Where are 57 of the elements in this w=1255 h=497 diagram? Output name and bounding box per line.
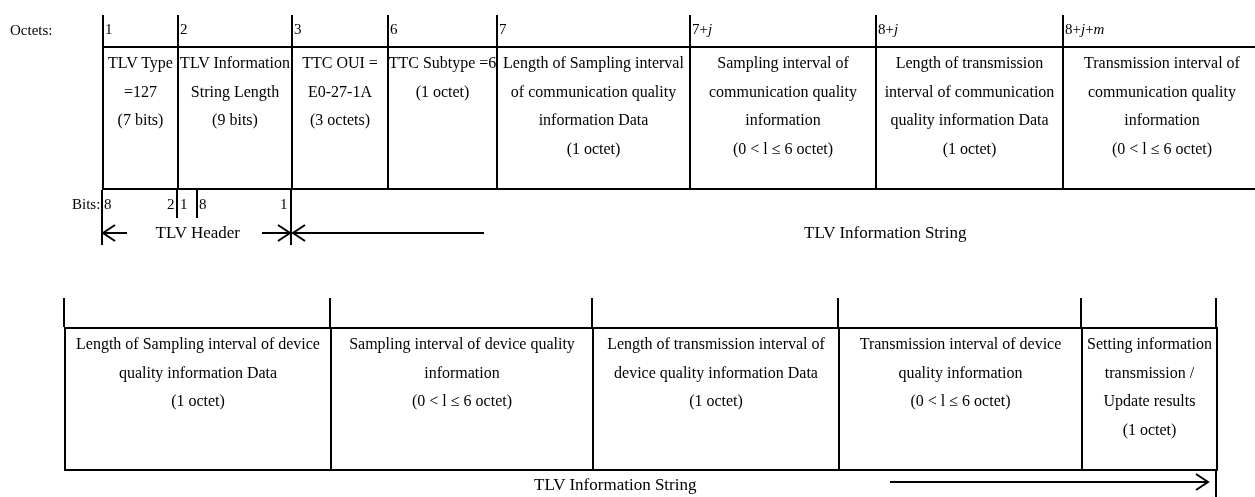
field-size: (0 < l ≤ 6 octet) bbox=[732, 138, 834, 160]
octet-number: 6 bbox=[387, 15, 398, 46]
octet-number: 8+j bbox=[875, 15, 899, 46]
field-size: (1 octet) bbox=[170, 391, 226, 412]
field-name: Length of Sampling interval of device quality information Data bbox=[75, 334, 321, 384]
field-size: (1 octet) bbox=[1121, 419, 1178, 441]
field-cell bbox=[387, 46, 498, 190]
field-name: Transmission interval of communication quality information bbox=[1083, 53, 1241, 130]
field-size: (3 octets) bbox=[309, 110, 371, 131]
field-cell bbox=[875, 46, 1064, 190]
bit-number: 8 bbox=[104, 195, 112, 213]
field-size: (7 bits) bbox=[116, 110, 165, 131]
field-cell bbox=[496, 46, 691, 190]
bit-number: 1 bbox=[280, 195, 288, 213]
field-cell bbox=[1062, 46, 1255, 190]
field-cell bbox=[177, 46, 293, 190]
row-heading: Bits: bbox=[72, 195, 101, 213]
octet-number: 8+j+m bbox=[1062, 15, 1105, 46]
octet-number: 7+j bbox=[689, 15, 713, 46]
field-name: TLV Information String Length bbox=[179, 53, 291, 103]
field-size: (1 octet) bbox=[688, 391, 744, 412]
bit-number: 2 bbox=[167, 195, 175, 213]
field-cell bbox=[838, 327, 1083, 471]
octet-number: 1 bbox=[102, 15, 113, 46]
field-size: (0 < l ≤ 6 octet) bbox=[909, 391, 1012, 411]
field-name: Setting information transmission / Update results bbox=[1086, 334, 1213, 412]
field-size: (0 < l ≤ 6 octet) bbox=[411, 391, 513, 412]
octet-number: 2 bbox=[177, 15, 188, 46]
bit-number: 8 bbox=[199, 195, 207, 213]
field-cell bbox=[330, 327, 594, 471]
field-cell bbox=[1081, 327, 1218, 471]
field-name: Sampling interval of communication quality information bbox=[708, 53, 858, 130]
field-size: (0 < l ≤ 6 octet) bbox=[1111, 138, 1213, 160]
field-cell bbox=[102, 46, 179, 190]
field-cell bbox=[64, 327, 332, 471]
field-cell bbox=[689, 46, 877, 190]
span-label: TLV Information String bbox=[804, 224, 967, 242]
field-name: TLV Type =127 bbox=[107, 53, 174, 102]
field-cell bbox=[291, 46, 389, 190]
field-name: Length of transmission interval of communication quality information Data bbox=[883, 53, 1056, 131]
row-heading: Octets: bbox=[10, 21, 53, 39]
field-name: Sampling interval of device quality information bbox=[348, 334, 576, 383]
field-size: (9 bits) bbox=[211, 110, 259, 131]
octet-number: 7 bbox=[496, 15, 507, 46]
field-name: Transmission interval of device quality information bbox=[858, 334, 1063, 384]
field-size: (1 octet) bbox=[414, 81, 471, 103]
field-name: TTC OUI = E0-27-1A bbox=[301, 53, 379, 102]
octet-number: 3 bbox=[291, 15, 302, 46]
field-name: Length of Sampling interval of communication quality information Data bbox=[502, 53, 685, 130]
field-size: (1 octet) bbox=[941, 138, 998, 160]
field-size: (1 octet) bbox=[565, 138, 622, 160]
bit-number: 1 bbox=[180, 195, 188, 213]
span-label: TLV Header bbox=[155, 224, 240, 242]
field-cell bbox=[592, 327, 840, 471]
field-name: Length of transmission interval of device quality information Data bbox=[606, 334, 826, 384]
field-name: TTC Subtype =6 bbox=[387, 53, 498, 74]
span-label: TLV Information String bbox=[534, 476, 697, 494]
